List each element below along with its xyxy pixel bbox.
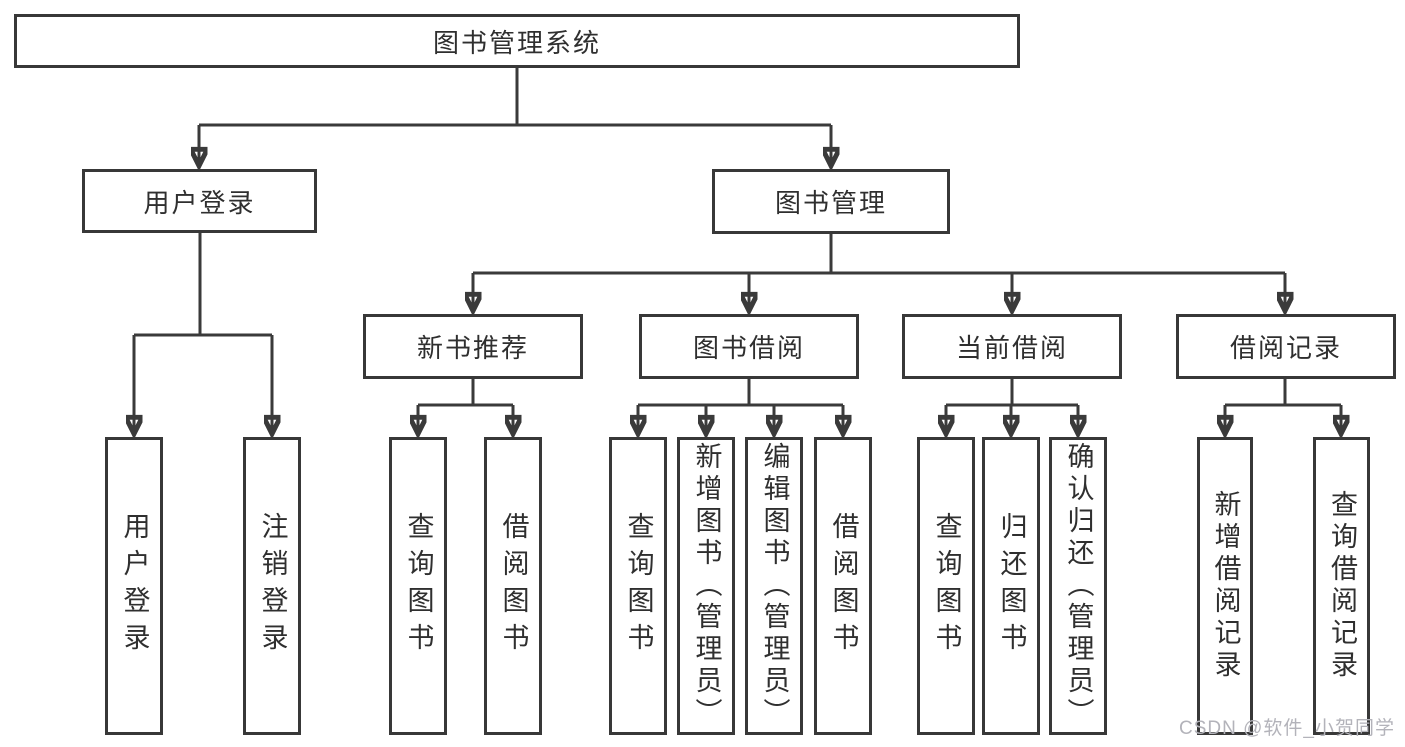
leaf-br-add-record-label: 新增借阅记录 [1210,490,1241,682]
csdn-watermark: CSDN @软件_小贺同学 [1179,718,1395,739]
leaf-cb-return-books-label: 归还图书 [996,512,1027,660]
node-user-login-branch-label: 用户登录 [143,187,256,218]
node-borrowing-records-label: 借阅记录 [1229,333,1342,363]
node-new-book-recommend: 新书推荐 [363,314,583,379]
leaf-bb-add-books-admin-label: 新增图书（管理员） [691,442,722,730]
leaf-bb-edit-books-admin-label: 编辑图书（管理员） [759,442,790,730]
node-new-book-recommend-label: 新书推荐 [416,333,529,363]
leaf-nbr-query-books: 查询图书 [389,437,447,735]
leaf-cb-confirm-return-admin-label: 确认归还（管理员） [1063,442,1094,730]
leaf-nbr-borrow-books-label: 借阅图书 [498,512,529,660]
leaf-br-query-record: 查询借阅记录 [1313,437,1370,735]
leaf-cb-query-books-label: 查询图书 [931,512,962,660]
node-book-borrowing: 图书借阅 [639,314,859,379]
leaf-bb-query-books-label: 查询图书 [623,512,654,660]
leaf-nbr-borrow-books: 借阅图书 [484,437,542,735]
leaf-user-login: 用户登录 [105,437,163,735]
leaf-user-login-label: 用户登录 [119,512,150,660]
leaf-bb-borrow-books-label: 借阅图书 [828,512,859,660]
node-book-borrowing-label: 图书借阅 [692,333,805,363]
node-book-management: 图书管理 [712,169,950,234]
leaf-bb-borrow-books: 借阅图书 [814,437,872,735]
node-book-management-label: 图书管理 [774,188,887,218]
node-root-system: 图书管理系统 [14,14,1020,68]
leaf-logout-login: 注销登录 [243,437,301,735]
node-root-label: 图书管理系统 [432,27,601,58]
leaf-bb-edit-books-admin: 编辑图书（管理员） [745,437,803,735]
node-current-borrowing: 当前借阅 [902,314,1122,379]
leaf-logout-login-label: 注销登录 [257,512,288,660]
leaf-br-add-record: 新增借阅记录 [1197,437,1253,735]
leaf-cb-confirm-return-admin: 确认归还（管理员） [1049,437,1107,735]
node-user-login-branch: 用户登录 [82,169,317,233]
node-current-borrowing-label: 当前借阅 [955,333,1068,363]
leaf-bb-query-books: 查询图书 [609,437,667,735]
node-borrowing-records: 借阅记录 [1176,314,1396,379]
leaf-cb-query-books: 查询图书 [917,437,975,735]
leaf-nbr-query-books-label: 查询图书 [403,512,434,660]
leaf-br-query-record-label: 查询借阅记录 [1327,490,1357,682]
leaf-bb-add-books-admin: 新增图书（管理员） [677,437,735,735]
leaf-cb-return-books: 归还图书 [982,437,1040,735]
